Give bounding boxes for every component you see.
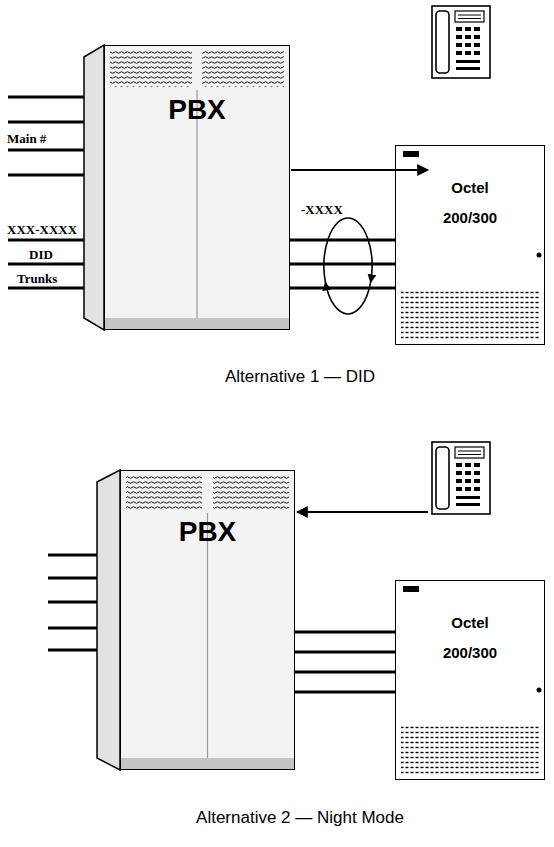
trunk-label: XXX-XXXX [6,222,78,237]
call-arrow [291,169,428,171]
trunk-label: Main # [6,131,47,146]
trunk-lines [48,555,99,650]
telephone-icon [432,442,490,514]
octel-cabinet-front: Octel 200/300 [395,145,545,345]
node-text: Octel [451,614,489,632]
trunk-connector [290,263,395,266]
node-text: Octel [451,179,489,197]
telephone-icon [432,6,490,78]
trunk-connector [295,631,395,634]
node-text: 200/300 [443,209,497,227]
node-text: PBX [179,516,237,548]
call-arrow [297,511,428,513]
trunk-label: DID [28,247,54,262]
extension-label: -XXXX [300,202,344,217]
trunk-connector [295,651,395,654]
octel-cabinet [395,580,545,780]
trunk-lines [8,97,86,288]
figure-caption: Alternative 2 — Night Mode [100,808,500,828]
trunk-connector [290,287,395,290]
pbx-cabinet-front: PBX [120,470,295,770]
figure-caption: Alternative 1 — DID [100,367,500,387]
trunk-connector [290,239,395,242]
trunk-label: Trunks [16,271,58,286]
trunk-connector [295,691,395,694]
node-text: PBX [168,94,226,126]
pbx-cabinet-front: PBX [104,45,290,330]
node-text: 200/300 [443,644,497,662]
octel-cabinet-front: Octel 200/300 [395,580,545,780]
pbx-cabinet [97,470,295,770]
circular-arrows [324,218,372,314]
pbx-cabinet [84,45,290,330]
octel-cabinet [395,145,545,345]
trunk-connector [295,671,395,674]
